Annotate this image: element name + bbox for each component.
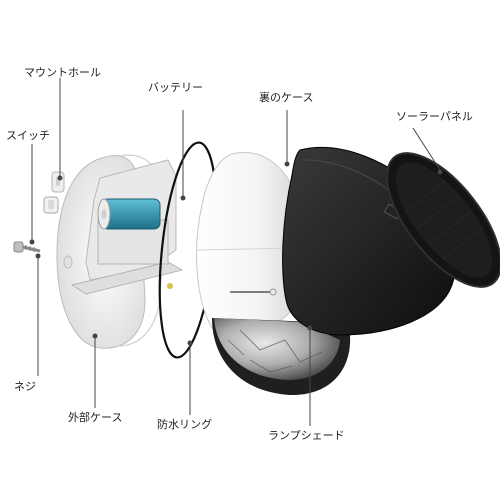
label-waterproof-ring: 防水リング: [157, 418, 212, 431]
label-outer-case: 外部ケース: [68, 411, 123, 424]
label-mount-hole: マウントホール: [24, 66, 101, 79]
screw: [13, 241, 41, 253]
label-screw: ネジ: [14, 380, 36, 393]
label-back-case: 裏のケース: [259, 91, 314, 104]
label-lamp-shade: ランプシェード: [268, 429, 345, 442]
label-switch: スイッチ: [6, 129, 50, 142]
solar-panel: [386, 152, 500, 288]
label-battery: バッテリー: [148, 81, 203, 94]
switch: [43, 196, 59, 214]
lamp-shade: [212, 318, 351, 396]
leader-lines: [29, 78, 443, 426]
battery: [97, 198, 161, 230]
label-solar-panel: ソーラーパネル: [396, 110, 473, 123]
mount-hole-tab: [51, 171, 65, 193]
